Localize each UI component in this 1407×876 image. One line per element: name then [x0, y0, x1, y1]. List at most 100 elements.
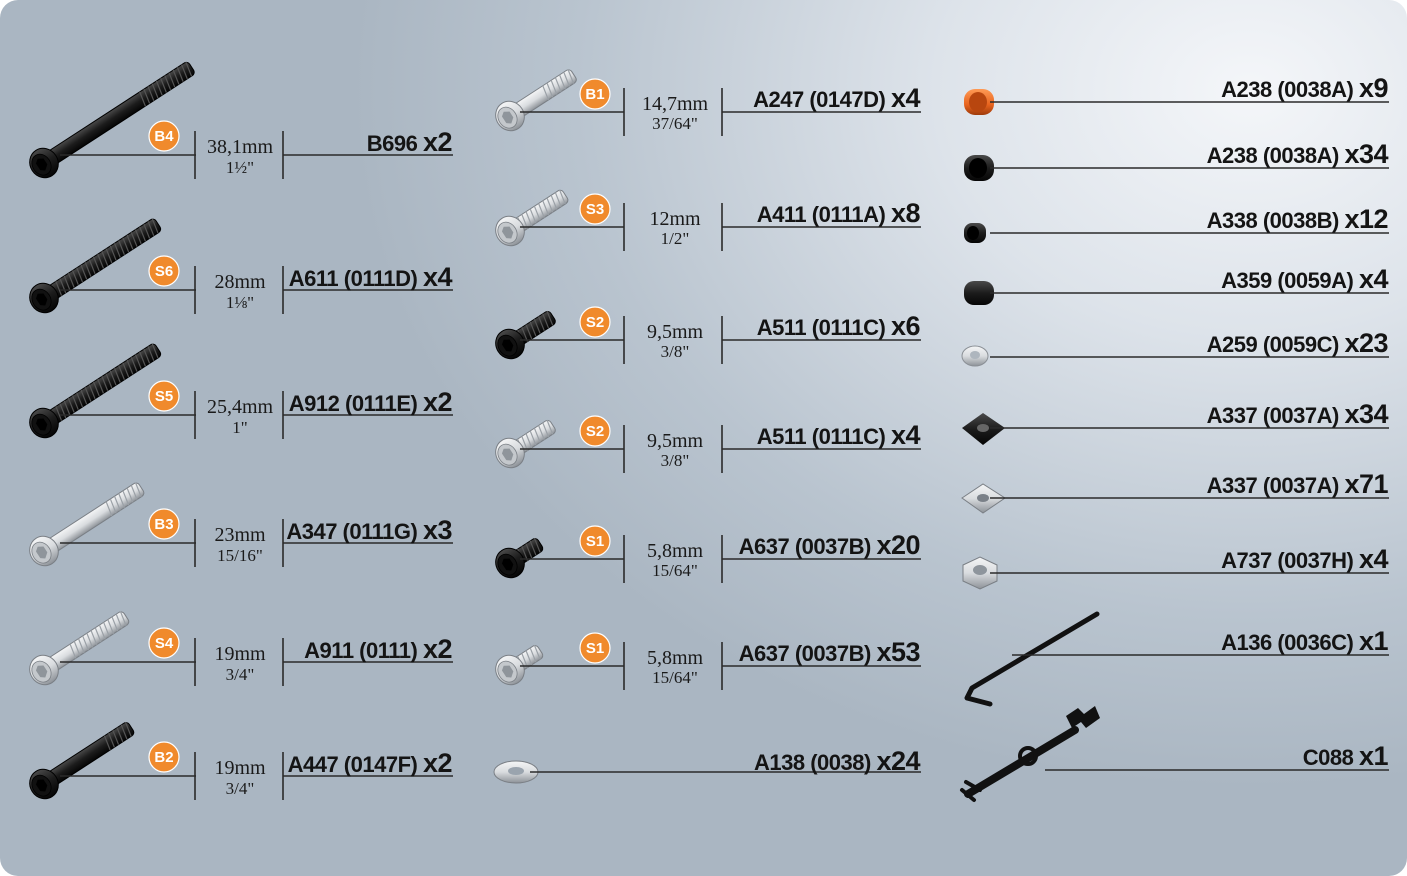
part-code: A136 (0036C): [1221, 630, 1359, 655]
part-label: A911 (0111) x2: [304, 634, 452, 664]
part-label: A359 (0059A) x4: [1221, 264, 1388, 294]
part-quantity: x53: [876, 637, 920, 667]
size-badge-label: S6: [155, 263, 173, 280]
washer-row: A138 (0038) x24: [493, 746, 921, 784]
size-badge-label: S3: [586, 201, 604, 218]
part-code: A247 (0147D): [753, 87, 891, 112]
screw-shape: [29, 482, 145, 567]
length-mm: 9,5mm: [647, 430, 704, 452]
screw-shape: [495, 419, 556, 469]
length-mm: 38,1mm: [207, 136, 274, 158]
length-mm: 5,8mm: [647, 540, 704, 562]
part-code: A637 (0037B): [739, 641, 877, 666]
part-quantity: x1: [1359, 626, 1389, 656]
part-label: A637 (0037B) x53: [739, 637, 921, 667]
part-row: A337 (0037A) x71: [961, 469, 1389, 514]
length-inch: 37/64": [652, 114, 698, 133]
wrench-icon: [960, 706, 1100, 802]
part-label: A447 (0147F) x2: [288, 748, 452, 778]
length-mm: 5,8mm: [647, 647, 704, 669]
part-label: B696 x2: [367, 127, 452, 157]
length-inch: 1": [232, 418, 247, 437]
part-label: A511 (0111C) x4: [757, 420, 921, 450]
size-badge: [579, 415, 611, 447]
part-quantity: x71: [1344, 469, 1388, 499]
length-inch: 3/8": [661, 451, 690, 470]
part-quantity: x4: [1359, 544, 1389, 574]
part-quantity: x4: [891, 420, 921, 450]
size-badge-label: B3: [154, 516, 173, 533]
part-code: A347 (0111G): [286, 519, 423, 544]
part-quantity: x2: [423, 748, 452, 778]
part-code: A138 (0038): [754, 750, 876, 775]
part-quantity: x4: [423, 262, 453, 292]
length-inch: 15/64": [652, 561, 698, 580]
part-quantity: x3: [423, 515, 453, 545]
screw-shape: [495, 644, 544, 686]
square-nut-black-icon: [962, 413, 1005, 445]
length-inch: 1⅛": [226, 293, 254, 312]
size-badge-label: B1: [585, 86, 604, 103]
screw-shape: [495, 537, 544, 579]
part-row: C088 x1: [960, 706, 1389, 802]
size-badge-label: S1: [586, 640, 604, 657]
screw-shape: [29, 721, 135, 800]
size-badge: [148, 627, 180, 659]
part-label: A338 (0038B) x12: [1207, 204, 1388, 234]
size-badge: [579, 525, 611, 557]
part-code: A337 (0037A): [1207, 473, 1345, 498]
part-row: A338 (0038B) x12: [964, 204, 1389, 243]
part-quantity: x4: [1359, 264, 1389, 294]
part-label: A238 (0038A) x9: [1221, 73, 1388, 103]
length-mm: 19mm: [214, 757, 266, 779]
size-badge-label: B2: [154, 749, 173, 766]
size-badge-label: S1: [586, 533, 604, 550]
screw-shape: [495, 69, 577, 132]
part-code: A238 (0038A): [1207, 143, 1345, 168]
length-inch: 15/16": [217, 546, 263, 565]
part-label: A136 (0036C) x1: [1221, 626, 1388, 656]
length-inch: 3/4": [226, 665, 255, 684]
part-label: A611 (0111D) x4: [289, 262, 453, 292]
part-code: A238 (0038A): [1221, 77, 1359, 102]
length-mm: 28mm: [214, 271, 266, 293]
size-badge: [579, 632, 611, 664]
length-inch: 1½": [226, 158, 254, 177]
length-inch: 15/64": [652, 668, 698, 687]
part-quantity: x6: [891, 311, 921, 341]
small-washer-icon: [961, 345, 989, 367]
length-mm: 23mm: [214, 524, 266, 546]
part-code: A737 (0037H): [1221, 548, 1359, 573]
part-row: A238 (0038A) x34: [964, 139, 1389, 181]
part-quantity: x2: [423, 634, 452, 664]
hex-key-icon: [964, 611, 1100, 707]
size-badge-label: S5: [155, 388, 173, 405]
screw-shape: [495, 310, 556, 360]
part-code: A337 (0037A): [1207, 403, 1345, 428]
length-mm: 19mm: [214, 643, 266, 665]
size-badge: [148, 741, 180, 773]
size-badge: [579, 193, 611, 225]
size-badge-label: S2: [586, 423, 604, 440]
part-quantity: x23: [1344, 328, 1388, 358]
part-row: A136 (0036C) x1: [964, 611, 1389, 707]
size-badge: [148, 380, 180, 412]
part-code: A912 (0111E): [289, 391, 423, 416]
screw-shape: [29, 61, 195, 179]
size-badge-label: B4: [154, 128, 174, 145]
part-quantity: x12: [1344, 204, 1388, 234]
part-code: A511 (0111C): [757, 424, 891, 449]
part-row: A238 (0038A) x9: [964, 73, 1389, 115]
